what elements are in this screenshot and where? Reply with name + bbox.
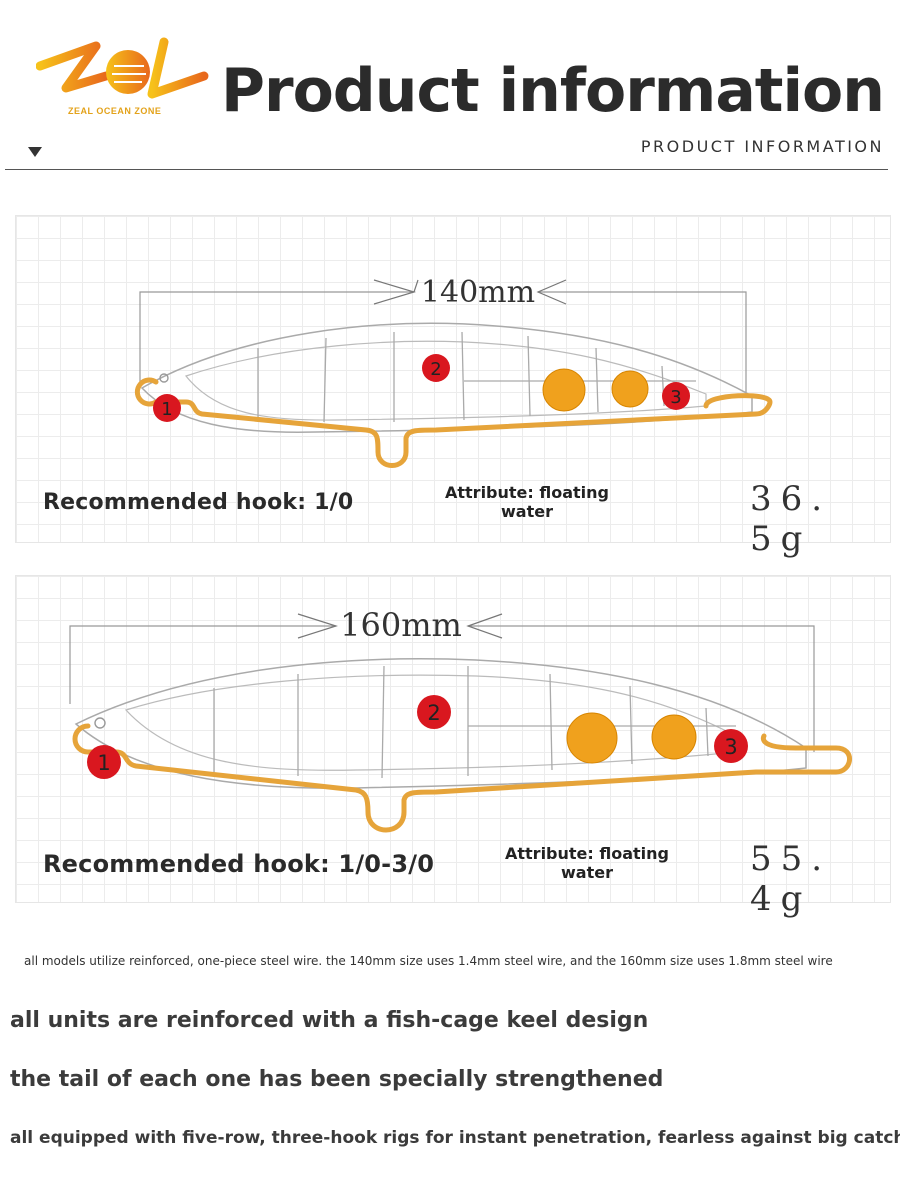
marker-2: 2: [427, 701, 440, 725]
product-card-140: 140mm 1 2 3 Recommended hook: 1/0 Attrib: [15, 215, 891, 559]
recommended-hook-label: Recommended hook: 1/0: [43, 490, 354, 515]
page-title: Product information: [221, 56, 885, 126]
triangle-down-icon: [28, 147, 42, 157]
wire-note: all models utilize reinforced, one-piece…: [24, 954, 833, 968]
marker-3: 3: [724, 735, 737, 759]
attribute-line1: Attribute: floating: [445, 483, 609, 502]
keel-note: all units are reinforced with a fish-cag…: [10, 1008, 649, 1033]
page-header: ZEAL OCEAN ZONE Product information PROD…: [0, 0, 900, 175]
logo-text: ZEAL OCEAN ZONE: [68, 106, 162, 116]
marker-1: 1: [161, 399, 172, 420]
brand-logo: [36, 37, 209, 99]
rigs-note: all equipped with five-row, three-hook r…: [10, 1128, 900, 1148]
lure-diagram-140: 140mm 1 2 3: [134, 275, 773, 468]
attribute-label: Attribute: floating water: [422, 483, 632, 521]
marker-1: 1: [97, 751, 110, 775]
attribute-line2: water: [501, 502, 553, 521]
tail-note: the tail of each one has been specially …: [10, 1067, 664, 1092]
header-divider: [5, 169, 888, 170]
length-label: 140mm: [421, 275, 535, 310]
weight-value: 55. 4g: [750, 839, 832, 919]
attribute-line1: Attribute: floating: [505, 844, 669, 863]
product-card-160: 160mm 1 2 3 Recommended hook: 1/0-3/0 At…: [15, 575, 891, 919]
page-subtitle: PRODUCT INFORMATION: [640, 137, 884, 156]
recommended-hook-label: Recommended hook: 1/0-3/0: [43, 850, 435, 878]
weight-value: 36. 5g: [750, 479, 832, 559]
marker-3: 3: [670, 387, 681, 408]
attribute-label: Attribute: floating water: [482, 844, 692, 882]
lure-diagram-160: 160mm 1 2 3: [69, 606, 852, 833]
length-label: 160mm: [340, 606, 462, 644]
attribute-line2: water: [561, 863, 613, 882]
marker-2: 2: [430, 359, 441, 380]
